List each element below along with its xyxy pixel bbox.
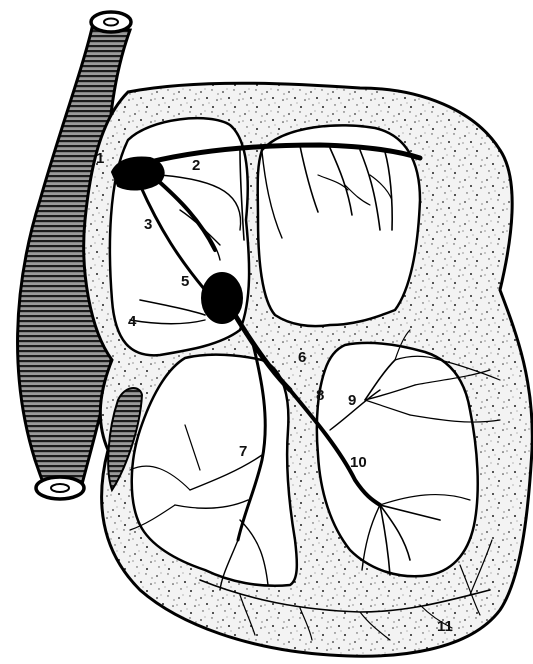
label-2: 2	[192, 157, 200, 174]
label-8: 8	[316, 387, 324, 404]
label-4: 4	[128, 313, 137, 330]
label-10: 10	[350, 454, 367, 471]
label-3: 3	[144, 216, 152, 233]
label-6: 6	[298, 349, 306, 366]
label-1: 1	[96, 150, 104, 167]
label-7: 7	[239, 443, 247, 460]
label-9: 9	[348, 392, 356, 409]
label-5: 5	[181, 273, 189, 290]
vena-cava-top-opening	[91, 12, 131, 32]
vena-cava-bottom-opening	[36, 477, 84, 499]
atrioventricular-node	[202, 273, 242, 323]
left-atrium-chamber	[258, 125, 420, 326]
label-11: 11	[437, 618, 453, 635]
